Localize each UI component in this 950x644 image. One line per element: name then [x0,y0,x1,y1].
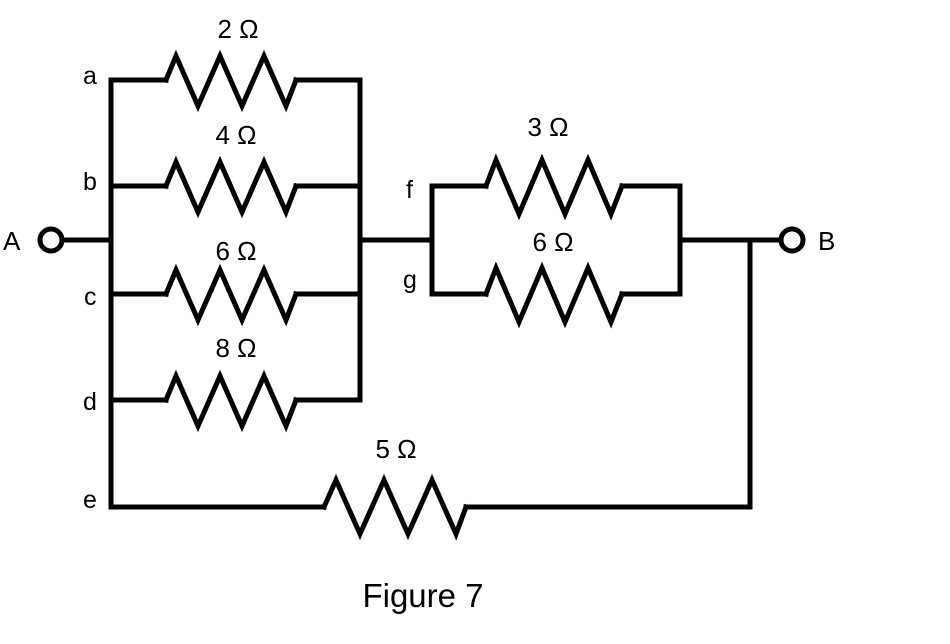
terminal-b-circle [778,226,806,254]
terminal-a-label: A [3,226,21,256]
node-label-a: a [83,62,97,90]
resistor-label-3-ohm: 3 Ω [527,112,568,142]
node-label-f: f [406,176,413,204]
resistor-label-4-ohm: 4 Ω [215,120,256,150]
node-label-e: e [83,486,97,514]
figure-caption: Figure 7 [362,577,483,614]
resistor-label-6-ohm-right: 6 Ω [532,227,573,257]
resistor-2-ohm [162,49,300,113]
node-label-g: g [403,266,417,294]
terminal-b-label: B [818,226,835,256]
node-label-d: d [83,388,97,416]
node-label-c: c [84,283,97,311]
resistor-label-8-ohm: 8 Ω [215,333,256,363]
resistor-label-2-ohm: 2 Ω [217,14,258,44]
resistor-6-ohm-right [482,261,626,329]
node-label-b: b [83,168,97,196]
resistor-label-5-ohm: 5 Ω [375,434,416,464]
resistor-label-6-ohm-left: 6 Ω [215,236,256,266]
resistor-6-ohm-left [162,263,300,327]
resistor-8-ohm [162,369,300,433]
terminal-a-circle [37,226,65,254]
resistor-3-ohm [482,153,626,221]
resistor-5-ohm [320,473,470,541]
resistor-4-ohm [162,155,300,219]
